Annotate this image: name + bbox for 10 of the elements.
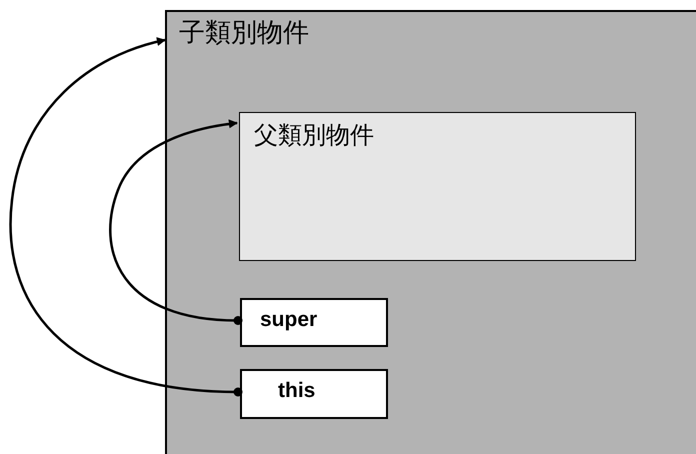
curved-arrow bbox=[9, 38, 242, 396]
object-box bbox=[165, 10, 696, 454]
box-label: 子類別物件 bbox=[179, 20, 309, 46]
object-box bbox=[239, 112, 636, 261]
reference-box bbox=[240, 369, 388, 419]
box-label: this bbox=[278, 380, 316, 401]
reference-box bbox=[240, 298, 388, 347]
curved-arrow bbox=[109, 120, 242, 325]
box-label: 父類別物件 bbox=[254, 123, 374, 147]
box-label: super bbox=[260, 309, 318, 330]
